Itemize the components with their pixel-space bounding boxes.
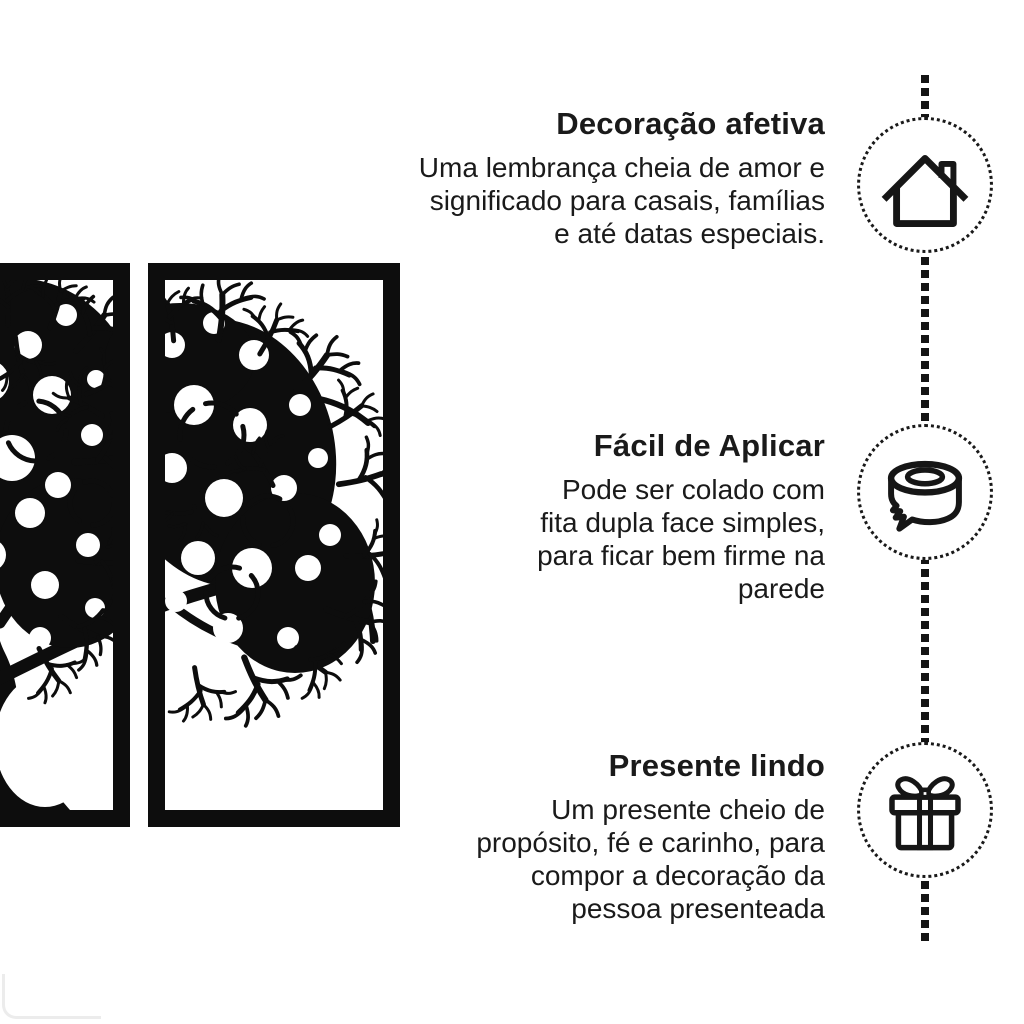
feature-block-easy-apply: Fácil de Aplicar Pode ser colado com fit…: [285, 428, 825, 605]
house-icon: [857, 117, 993, 253]
feature-block-beautiful-gift: Presente lindo Um presente cheio de prop…: [285, 748, 825, 925]
feature-title: Fácil de Aplicar: [593, 428, 825, 463]
corner-artifact: [2, 974, 101, 1019]
feature-title: Presente lindo: [608, 748, 825, 783]
feature-text-line: Uma lembrança cheia de amor e: [418, 152, 825, 183]
feature-text-line: propósito, fé e carinho, para: [476, 827, 825, 858]
gift-icon: [857, 742, 993, 878]
feature-title: Decoração afetiva: [556, 106, 825, 141]
feature-text-line: e até datas especiais.: [554, 218, 825, 249]
feature-text-line: parede: [737, 573, 825, 604]
feature-text-line: fita dupla face simples,: [540, 507, 825, 538]
product-artwork: [0, 263, 410, 827]
feature-block-affective-decor: Decoração afetiva Uma lembrança cheia de…: [285, 106, 825, 250]
feature-text-line: Um presente cheio de: [551, 794, 825, 825]
tape-icon: [857, 424, 993, 560]
feature-text-line: compor a decoração da: [530, 860, 825, 891]
feature-text-line: para ficar bem firme na: [537, 540, 825, 571]
feature-text-line: pessoa presenteada: [571, 893, 825, 924]
feature-text-line: Pode ser colado com: [561, 474, 825, 505]
feature-text-line: significado para casais, famílias: [429, 185, 825, 216]
tree-wall-art-image: [0, 263, 400, 827]
